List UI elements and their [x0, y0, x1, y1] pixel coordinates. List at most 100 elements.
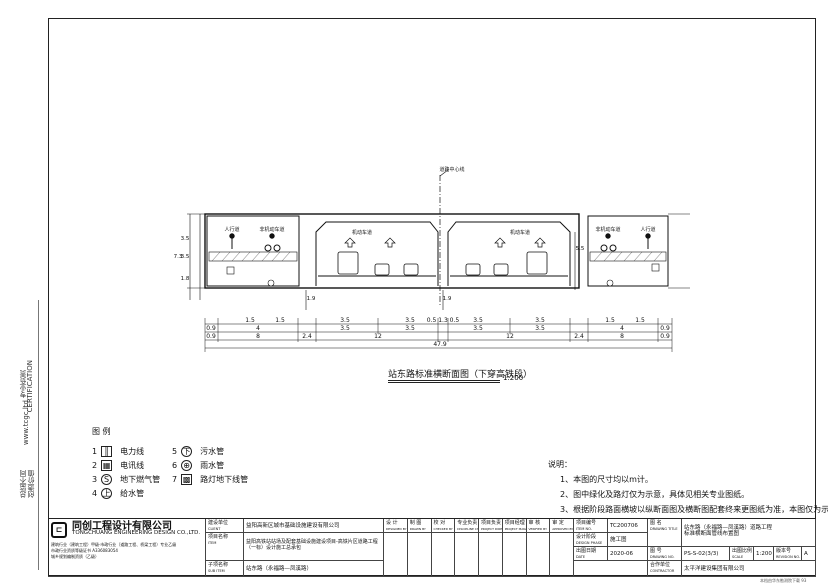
cert-line-1: 建筑行业（建筑工程）甲级·市政行业（道路工程、桥梁工程）专业乙级: [51, 542, 177, 547]
contractor-value: 太平洋建设集团有限公司: [682, 561, 816, 577]
company-name: 同创工程设计有限公司: [72, 521, 172, 532]
company-logo-icon: ⊏: [51, 522, 67, 538]
svg-text:8: 8: [620, 333, 624, 340]
section-caption: 站东路标准横断面图（下穿高铁段）: [388, 370, 533, 380]
legend-symbol-icon: S: [101, 474, 113, 485]
role-label-en: DRAWN BY: [409, 527, 426, 531]
legend-item-number: 3: [92, 475, 98, 484]
title-block: ⊏ 同创工程设计有限公司 TONGCHUANG ENGINEERING DESI…: [48, 518, 816, 577]
role-label: 校 对: [433, 520, 446, 526]
date-value: 2020-06: [608, 547, 648, 561]
role-label: 设 计: [386, 520, 398, 526]
notes-block: 说明： 1、本图的尺寸均以m计。 2、图中绿化及路灯仅为示意，具体见相关专业图纸…: [548, 457, 828, 517]
side-divider: [38, 300, 39, 570]
svg-text:3.5: 3.5: [473, 317, 483, 324]
footer-note: 本档由华东勘测院下载 93: [760, 578, 807, 583]
role-label: 专业负责: [457, 520, 478, 526]
svg-text:3.5: 3.5: [405, 325, 415, 332]
svg-text:3.5: 3.5: [340, 317, 350, 324]
legend-item-label: 路灯地下线管: [200, 475, 249, 484]
section-scale: 1:200: [503, 374, 524, 382]
svg-text:0.9: 0.9: [206, 325, 216, 332]
company-name-en: TONGCHUANG ENGINEERING DESIGN CO.,LTD.: [72, 530, 201, 536]
role-label-en: DESIGNED BY: [386, 527, 407, 531]
svg-text:2.4: 2.4: [574, 333, 584, 340]
note-item-3: 3、根据阶段路面横坡以纵断面图及横断图配套终来更图纸为准，本图仅为示意。: [560, 505, 828, 514]
svg-text:0.9: 0.9: [660, 333, 670, 340]
role-signature-cell: [407, 533, 432, 577]
legend-item-number: 5: [172, 447, 178, 456]
legend-symbol-icon: ⊕: [181, 460, 193, 471]
date-label-cell: 出图日期 DATE: [574, 547, 608, 561]
caption-underline: [388, 380, 500, 381]
legend-item-label: 雨水管: [200, 461, 225, 470]
project-value: 益阳高铁站站场及配套基础设施建设项目-高铁片区道路工程（一标）设计施工总承包: [244, 533, 384, 561]
role-label-en: VERIFIED BY: [528, 527, 547, 531]
svg-text:0.9: 0.9: [206, 333, 216, 340]
legend-symbol-icon: ║: [101, 446, 113, 457]
side-label-2: 创造价值: [27, 470, 35, 498]
legend-item-number: 7: [172, 475, 178, 484]
role-signature-cell: [431, 533, 456, 577]
item-no-value: TC200706: [608, 519, 648, 533]
note-item-1: 1、本图的尺寸均以m计。: [560, 475, 653, 484]
phase-value: 施工图: [608, 533, 648, 547]
client-value: 益阳高新区城市基础设施建设有限公司: [244, 519, 384, 533]
legend-item: 2▦电讯线: [92, 460, 144, 471]
legend-item-label: 污水管: [200, 447, 225, 456]
drawing-no-value: PS-S-02(3/3): [682, 547, 730, 561]
caption-underline-2: [388, 382, 500, 383]
svg-text:3.5: 3.5: [535, 317, 545, 324]
svg-text:1.5: 1.5: [605, 317, 615, 324]
role-label: 制 图: [409, 520, 422, 526]
legend-item-number: 2: [92, 461, 98, 470]
company-cell: ⊏ 同创工程设计有限公司 TONGCHUANG ENGINEERING DESI…: [48, 519, 206, 577]
role-label: 审 核: [528, 520, 541, 526]
notes-title: 说明：: [548, 460, 572, 469]
legend-item-number: 6: [172, 461, 178, 470]
role-label-en: PROJECT MANAGER: [504, 527, 526, 531]
legend-item: 7▩路灯地下线管: [172, 474, 248, 485]
svg-text:1.5: 1.5: [245, 317, 255, 324]
svg-text:人行道: 人行道: [640, 226, 655, 233]
svg-text:4: 4: [256, 325, 260, 332]
role-label: 项目负责: [481, 520, 502, 526]
role-label-en: PROJECT DIRECTOR: [481, 527, 503, 531]
svg-text:7.3: 7.3: [174, 254, 183, 260]
svg-text:47.9: 47.9: [433, 341, 447, 348]
svg-text:非机动车道: 非机动车道: [259, 226, 284, 233]
item-no-label-cell: 项目编号 ITEM NO.: [574, 519, 608, 533]
role-signature-cell: [455, 533, 479, 577]
svg-text:1.8: 1.8: [181, 276, 190, 282]
svg-text:12: 12: [506, 333, 514, 340]
svg-text:3.5: 3.5: [473, 325, 483, 332]
legend-symbol-icon: 下: [181, 446, 193, 457]
drawing-title-label-cell: 图 名 DRAWING TITLE: [648, 519, 682, 547]
role-signature-cell: [479, 533, 503, 577]
legend-item-label: 地下燃气管: [120, 475, 161, 484]
svg-text:机动车道: 机动车道: [510, 229, 530, 236]
note-item-2: 2、图中绿化及路灯仅为示意，具体见相关专业图纸。: [560, 490, 750, 499]
role-signature-cell: [502, 533, 527, 577]
role-label-en: APPROVED BY: [552, 527, 574, 531]
sub-label-cell: 子项名称 SUB ITEM: [206, 561, 244, 577]
drawing-no-label-cell: 图 号 DRAWING NO.: [648, 547, 682, 561]
role-signature-cell: [526, 533, 551, 577]
role-signature-cell: [384, 533, 408, 577]
svg-text:道路中心线: 道路中心线: [439, 166, 464, 173]
legend-item-number: 1: [92, 447, 98, 456]
contractor-label-cell: 合作单位 CONTRACTOR: [648, 561, 682, 577]
svg-text:1.5: 1.5: [635, 317, 645, 324]
svg-text:0.5 1.3 0.5: 0.5 1.3 0.5: [427, 317, 460, 324]
svg-text:机动车道: 机动车道: [352, 229, 372, 236]
legend-symbol-icon: ▦: [101, 460, 113, 471]
